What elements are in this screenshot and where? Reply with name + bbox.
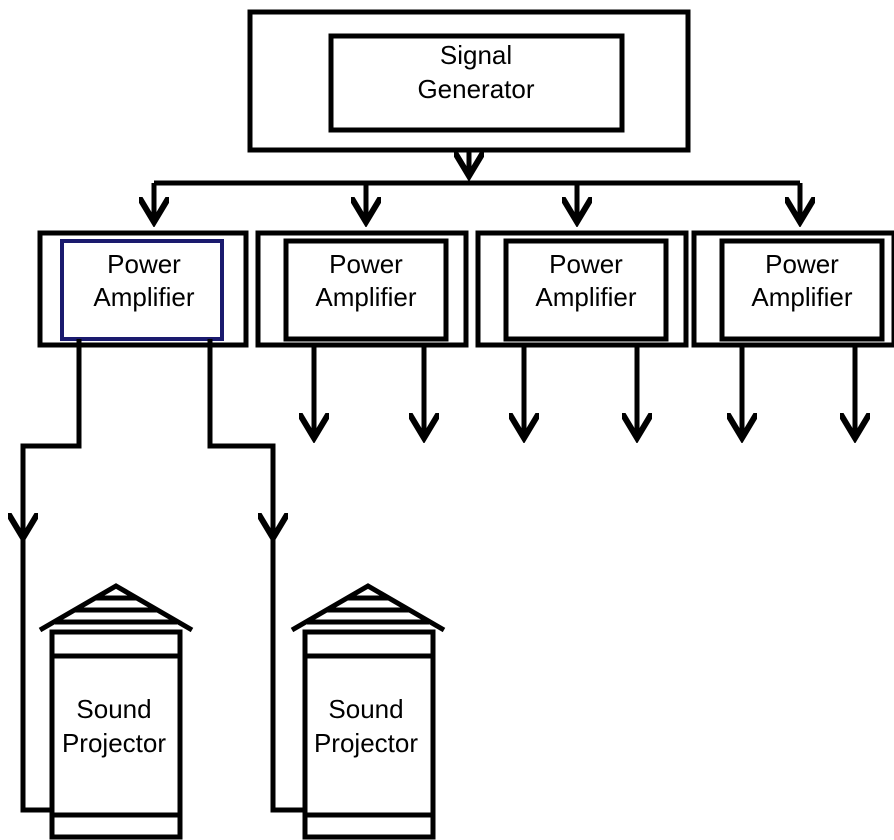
sound-projector-2[interactable]: Sound Projector [290,583,446,840]
amplifier-2-label-line2: Amplifier [315,282,416,312]
signal-generator-block[interactable]: Signal Generator [247,9,691,153]
amplifier-3-label-line1: Power [549,249,623,279]
cable-to-projector-1 [20,339,82,813]
amplifier-2-label-line1: Power [329,249,403,279]
signal-generator-label-line1: Signal [440,40,512,70]
distribution-bus [154,150,800,222]
projector-1-roof [38,583,194,633]
projector-1-label-line2: Projector [62,728,166,758]
projector-2-roof [290,583,446,633]
cable-to-projector-2 [207,339,305,813]
amplifier-4-label-line2: Amplifier [751,282,852,312]
amplifier-1-label-line2: Amplifier [93,282,194,312]
power-amplifier-3[interactable]: Power Amplifier [475,230,689,348]
projector-2-label-line2: Projector [314,728,418,758]
signal-generator-label-line2: Generator [417,74,534,104]
power-amplifier-4[interactable]: Power Amplifier [691,230,894,348]
amplifier-outputs [314,345,855,438]
power-amplifier-1[interactable]: Power Amplifier [37,230,249,348]
sound-projector-1[interactable]: Sound Projector [38,583,194,840]
projector-1-label-line1: Sound [76,694,151,724]
projector-cables [20,339,305,813]
power-amplifier-2[interactable]: Power Amplifier [255,230,469,348]
projector-2-label-line1: Sound [328,694,403,724]
projector-1-body [49,629,183,840]
projector-2-body [302,629,436,840]
amplifier-1-label-line1: Power [107,249,181,279]
amplifier-4-label-line1: Power [765,249,839,279]
amplifier-3-label-line2: Amplifier [535,282,636,312]
